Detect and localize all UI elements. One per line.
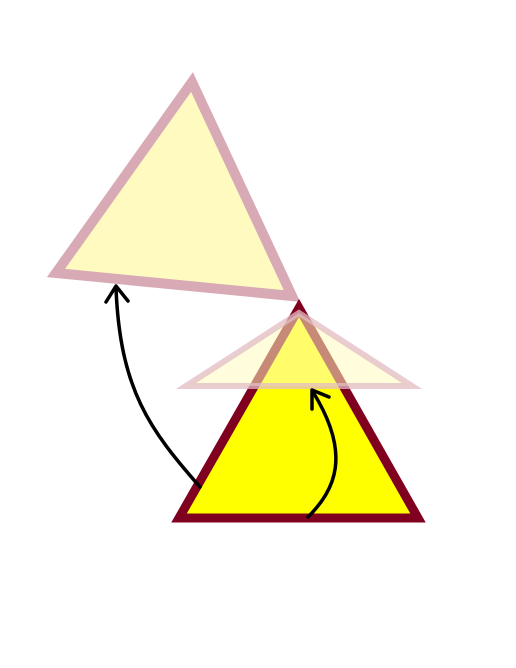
original-triangle <box>171 298 426 523</box>
flatten-arrow <box>306 388 338 519</box>
flattened-triangle <box>175 309 423 389</box>
arrowhead-icon <box>104 284 130 304</box>
rotate-arrow <box>104 284 202 489</box>
rotated-triangle <box>46 72 301 302</box>
arrowhead-icon <box>310 388 331 411</box>
